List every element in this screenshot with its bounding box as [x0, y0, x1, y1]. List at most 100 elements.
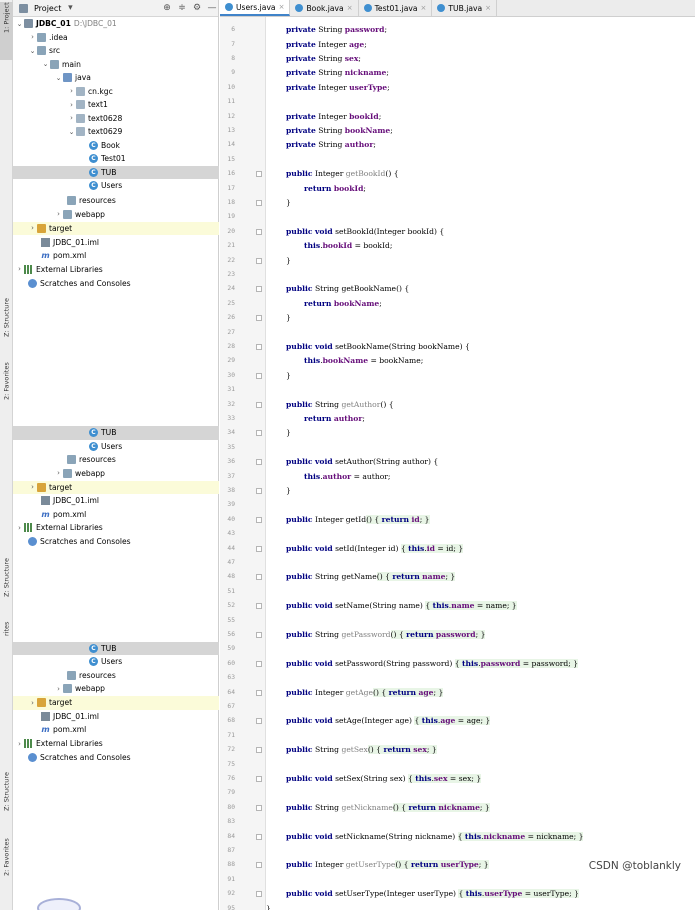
- fold-icon[interactable]: [256, 805, 262, 811]
- code-editor[interactable]: private String password; private Integer…: [266, 17, 695, 910]
- chevron-right-icon[interactable]: ›: [57, 684, 60, 693]
- chevron-right-icon[interactable]: ›: [57, 210, 60, 219]
- tree-item-target[interactable]: ›target: [13, 221, 219, 236]
- chevron-right-icon[interactable]: ›: [70, 114, 73, 123]
- tree-item-scratches[interactable]: Scratches and Consoles: [13, 277, 219, 291]
- tree-item-scratches[interactable]: Scratches and Consoles: [13, 535, 219, 549]
- favorites-tool-tab-2[interactable]: rites: [0, 622, 13, 642]
- tree-item-idea[interactable]: ›.idea: [13, 31, 219, 45]
- project-panel-title[interactable]: Project: [34, 3, 62, 13]
- fold-icon[interactable]: [256, 891, 262, 897]
- tree-item-webapp[interactable]: ›webapp: [13, 682, 219, 696]
- tree-item-scratches[interactable]: Scratches and Consoles: [13, 751, 219, 765]
- fold-icon[interactable]: [256, 690, 262, 696]
- close-icon[interactable]: ×: [346, 4, 353, 12]
- fold-icon[interactable]: [256, 834, 262, 840]
- chevron-right-icon[interactable]: ›: [18, 265, 21, 274]
- tree-item-java[interactable]: ⌄java: [13, 71, 219, 85]
- tree-item-resources[interactable]: resources: [13, 453, 219, 467]
- fold-icon[interactable]: [256, 229, 262, 235]
- tree-item-target[interactable]: ›target: [13, 480, 219, 495]
- fold-icon[interactable]: [256, 488, 262, 494]
- fold-icon[interactable]: [256, 718, 262, 724]
- tree-item-resources[interactable]: resources: [13, 669, 219, 683]
- fold-icon[interactable]: [256, 632, 262, 638]
- tree-item-iml[interactable]: JDBC_01.iml: [13, 710, 219, 724]
- structure-tool-tab[interactable]: Z: Structure: [0, 298, 13, 344]
- fold-icon[interactable]: [256, 517, 262, 523]
- fold-icon[interactable]: [256, 574, 262, 580]
- tree-item-iml[interactable]: JDBC_01.iml: [13, 494, 219, 508]
- project-tool-tab[interactable]: 1: Project: [0, 2, 13, 60]
- chevron-down-icon[interactable]: ⌄: [16, 19, 23, 28]
- tree-item-main[interactable]: ⌄main: [13, 58, 219, 72]
- chevron-right-icon[interactable]: ›: [70, 100, 73, 109]
- tree-item-text0629[interactable]: ⌄text0629: [13, 125, 219, 139]
- fold-icon[interactable]: [256, 171, 262, 177]
- tab-book-java[interactable]: Book.java×: [290, 0, 359, 16]
- fold-icon[interactable]: [256, 258, 262, 264]
- chevron-down-icon[interactable]: ⌄: [55, 73, 62, 82]
- fold-icon[interactable]: [256, 546, 262, 552]
- chevron-right-icon[interactable]: ›: [18, 739, 21, 748]
- tree-item-text0628[interactable]: ›text0628: [13, 112, 219, 126]
- tree-item-libs[interactable]: ›External Libraries: [13, 737, 219, 751]
- tab-tub-java[interactable]: TUB.java×: [432, 0, 498, 16]
- chevron-down-icon[interactable]: ⌄: [42, 60, 49, 69]
- fold-icon[interactable]: [256, 661, 262, 667]
- tree-item-libs[interactable]: ›External Libraries: [13, 263, 219, 277]
- fold-icon[interactable]: [256, 344, 262, 350]
- chevron-right-icon[interactable]: ›: [31, 33, 34, 42]
- chevron-down-icon[interactable]: ⌄: [29, 46, 36, 55]
- chevron-right-icon[interactable]: ›: [31, 483, 34, 492]
- tab-users-java[interactable]: Users.java×: [220, 0, 291, 16]
- fold-icon[interactable]: [256, 315, 262, 321]
- gear-icon[interactable]: ⚙: [192, 3, 202, 13]
- close-icon[interactable]: ×: [278, 3, 285, 11]
- hide-icon[interactable]: —: [207, 3, 217, 13]
- fold-icon[interactable]: [256, 603, 262, 609]
- fold-icon[interactable]: [256, 286, 262, 292]
- chevron-down-icon[interactable]: ⌄: [68, 127, 75, 136]
- chevron-right-icon[interactable]: ›: [18, 523, 21, 532]
- close-icon[interactable]: ×: [420, 4, 427, 12]
- chevron-right-icon[interactable]: ›: [31, 698, 34, 707]
- tree-item-webapp[interactable]: ›webapp: [13, 467, 219, 481]
- chevron-right-icon[interactable]: ›: [31, 224, 34, 233]
- chevron-down-icon[interactable]: ▾: [68, 3, 73, 13]
- tab-test01-java[interactable]: Test01.java×: [359, 0, 433, 16]
- tree-item-cn-kgc[interactable]: ›cn.kgc: [13, 85, 219, 99]
- fold-icon[interactable]: [256, 776, 262, 782]
- favorites-tool-tab[interactable]: 2: Favorites: [0, 362, 13, 414]
- fold-icon[interactable]: [256, 430, 262, 436]
- tree-item-libs[interactable]: ›External Libraries: [13, 521, 219, 535]
- chevron-right-icon[interactable]: ›: [70, 87, 73, 96]
- fold-icon[interactable]: [256, 402, 262, 408]
- tree-item-iml[interactable]: JDBC_01.iml: [13, 236, 219, 250]
- chevron-right-icon[interactable]: ›: [57, 469, 60, 478]
- tree-item-webapp[interactable]: ›webapp: [13, 208, 219, 222]
- tree-item-src[interactable]: ⌄src: [13, 44, 219, 58]
- structure-tool-tab-3[interactable]: Z: Structure: [0, 772, 13, 824]
- fold-icon[interactable]: [256, 862, 262, 868]
- close-icon[interactable]: ×: [485, 4, 492, 12]
- fold-icon[interactable]: [256, 459, 262, 465]
- fold-icon[interactable]: [256, 373, 262, 379]
- locate-icon[interactable]: ⊕: [163, 3, 171, 13]
- tree-item-resources[interactable]: resources: [13, 194, 219, 208]
- structure-tool-tab-2[interactable]: Z: Structure: [0, 558, 13, 610]
- fold-icon[interactable]: [256, 747, 262, 753]
- tree-item-target[interactable]: ›target: [13, 696, 219, 710]
- favorites-tool-tab-3[interactable]: 2: Favorites: [0, 838, 13, 890]
